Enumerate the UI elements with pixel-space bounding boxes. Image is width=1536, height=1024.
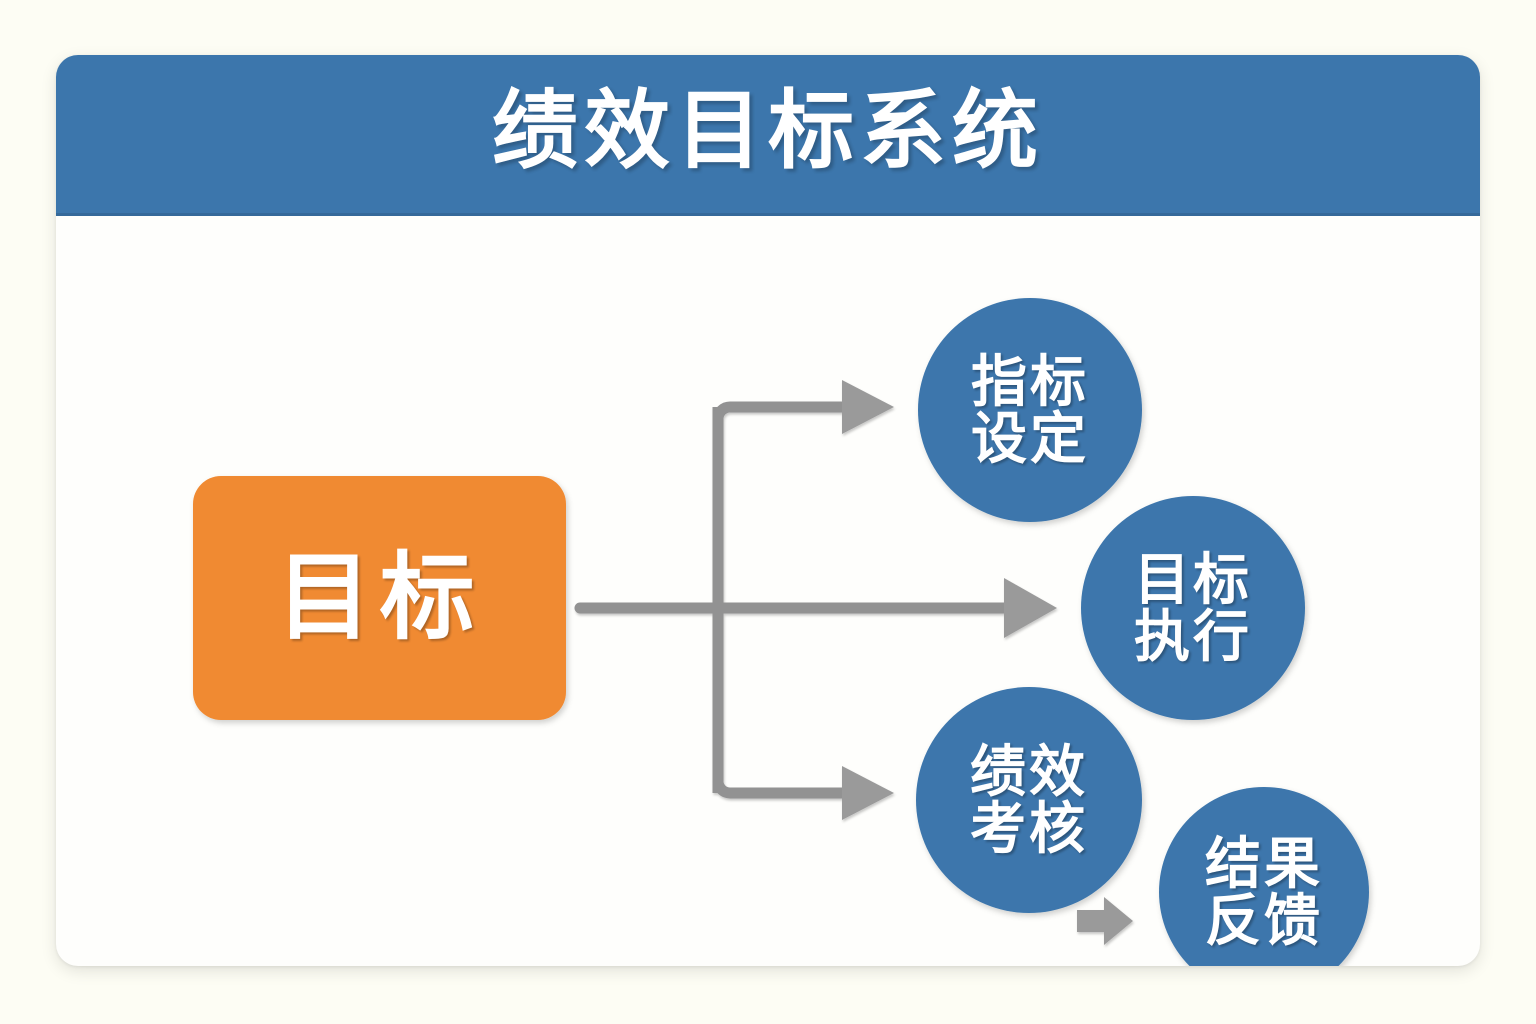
arrowhead-to-indicator-setting <box>842 380 894 434</box>
page-title: 绩效目标系统 <box>492 83 1044 179</box>
node-goal-execution-shape[interactable] <box>1081 496 1305 720</box>
node-indicator-setting[interactable] <box>918 298 1142 522</box>
node-result-feedback-shape[interactable] <box>1159 787 1369 966</box>
node-performance-appraisal[interactable] <box>916 687 1142 913</box>
arrowhead-to-performance-appraisal <box>842 766 894 820</box>
diagram-shapes <box>193 298 1369 966</box>
connector-root-to-indicator-setting-line <box>712 401 846 420</box>
node-performance-appraisal-shape[interactable] <box>916 687 1142 913</box>
root-node-shape[interactable] <box>193 476 566 720</box>
node-goal-execution[interactable] <box>1081 496 1305 720</box>
diagram-canvas: 目标 指标 设定 目标 执行 绩效 考核 结果 反馈 <box>56 216 1480 966</box>
root-node[interactable] <box>193 476 566 720</box>
diagram-card: 绩效目标系统 <box>56 55 1480 966</box>
arrowhead-to-goal-execution <box>1004 578 1057 638</box>
node-indicator-setting-shape[interactable] <box>918 298 1142 522</box>
connector-appraisal-to-feedback-arrow <box>1077 897 1133 945</box>
connector-root-to-performance-appraisal-line <box>712 780 846 799</box>
header-bar: 绩效目标系统 <box>56 55 1480 216</box>
